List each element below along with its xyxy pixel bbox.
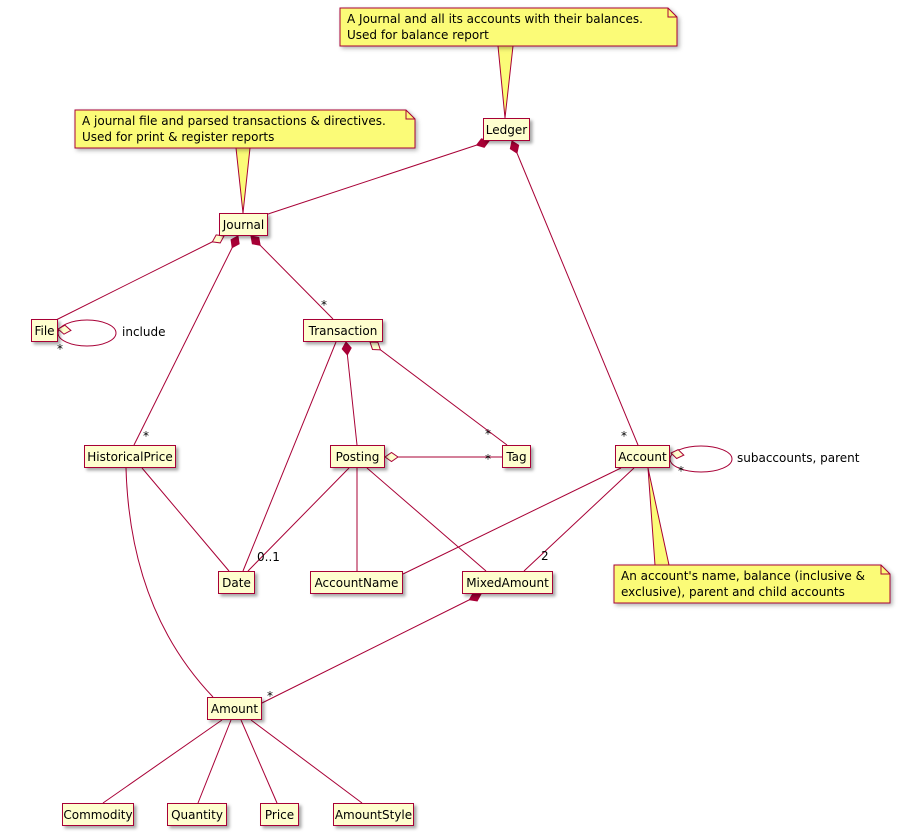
- loop-account-subaccounts-diamond-open: [670, 449, 685, 460]
- class-date: Date: [218, 571, 255, 594]
- edge-transaction-tag-diamond-open: [369, 341, 382, 351]
- edge-ledger-account-diamond-filled: [509, 140, 520, 154]
- class-file: File: [31, 319, 58, 342]
- note-ledger: A Journal and all its accounts with thei…: [340, 8, 677, 46]
- note-ledger-anchor: [497, 45, 514, 119]
- edge-transaction-posting-diamond-filled: [341, 341, 352, 356]
- edge-posting-date: [247, 467, 350, 572]
- note-account-body: [613, 564, 891, 604]
- class-ledger: Ledger: [483, 118, 530, 141]
- edge-mixedamount-amount-diamond-filled: [468, 592, 482, 602]
- edge-historicalprice-date: [141, 467, 230, 572]
- loop-file-include: [57, 319, 117, 347]
- note-account-anchor: [647, 467, 670, 566]
- note-journal-fold-corner-icon: [405, 110, 415, 120]
- edge-posting-mixedamount: [366, 467, 487, 572]
- edge-amount-commodity: [102, 719, 223, 804]
- class-posting: Posting: [330, 445, 385, 468]
- edge-journal-file-diamond-open: [211, 234, 225, 244]
- edge-label: *: [57, 342, 63, 356]
- edge-label: *: [621, 429, 627, 443]
- edge-ledger-account: [511, 140, 639, 446]
- edge-label: *: [485, 427, 491, 441]
- edge-historicalprice-amount: [125, 467, 214, 698]
- note-journal-body: [74, 109, 416, 149]
- class-commodity: Commodity: [62, 803, 134, 826]
- edge-amount-price: [240, 719, 278, 804]
- class-quantity: Quantity: [167, 803, 227, 826]
- edge-ledger-journal: [261, 140, 490, 217]
- class-historicalprice: HistoricalPrice: [84, 445, 176, 468]
- class-mixedamount: MixedAmount: [462, 571, 553, 594]
- edge-journal-file: [55, 235, 225, 321]
- edge-account-accountname: [402, 467, 622, 575]
- class-price: Price: [260, 803, 299, 826]
- edge-journal-transaction-diamond-filled: [250, 235, 261, 246]
- edge-amount-amountstyle: [250, 719, 363, 804]
- note-journal: A journal file and parsed transactions &…: [75, 110, 415, 148]
- note-account: An account's name, balance (inclusive & e…: [614, 565, 890, 603]
- edge-label: *: [485, 452, 491, 466]
- edge-label: include: [122, 325, 165, 339]
- class-account: Account: [615, 445, 670, 468]
- edge-label: *: [321, 298, 327, 312]
- edge-journal-historicalprice-diamond-filled: [230, 235, 240, 249]
- note-account-line: exclusive), parent and child accounts: [621, 585, 845, 599]
- note-ledger-line: A Journal and all its accounts with thei…: [347, 12, 643, 26]
- edge-transaction-posting: [345, 341, 358, 446]
- note-account-line: An account's name, balance (inclusive &: [621, 569, 865, 583]
- edge-transaction-date: [242, 341, 337, 572]
- note-journal-line: Used for print & register reports: [82, 130, 275, 144]
- class-accountname: AccountName: [310, 571, 403, 594]
- note-journal-line: A journal file and parsed transactions &…: [82, 114, 386, 128]
- edge-account-mixedamount: [523, 467, 635, 572]
- edge-label: 0..1: [257, 550, 280, 564]
- edge-posting-tag-diamond-open: [384, 451, 399, 463]
- note-ledger-line: Used for balance report: [347, 28, 489, 42]
- edge-label: *: [678, 464, 684, 478]
- class-tag: Tag: [502, 445, 531, 468]
- note-ledger-body: [339, 7, 678, 47]
- note-account-fold-corner-icon: [880, 565, 890, 575]
- edge-label: subaccounts, parent: [737, 451, 860, 465]
- loop-account-subaccounts: [669, 445, 733, 473]
- note-ledger-fold-corner-icon: [667, 8, 677, 18]
- edge-journal-historicalprice: [133, 235, 239, 446]
- edge-label: *: [143, 429, 149, 443]
- edge-label: 2: [541, 549, 549, 563]
- edge-amount-quantity: [197, 719, 232, 804]
- edge-journal-transaction: [250, 235, 334, 320]
- loop-file-include-diamond-open: [57, 324, 72, 335]
- class-amount: Amount: [207, 697, 262, 720]
- edge-transaction-tag: [369, 341, 508, 446]
- edge-mixedamount-amount: [261, 593, 482, 704]
- class-journal: Journal: [219, 213, 268, 236]
- class-amountstyle: AmountStyle: [333, 803, 414, 826]
- note-journal-anchor: [235, 147, 251, 214]
- class-transaction: Transaction: [303, 319, 383, 342]
- edge-label: *: [267, 689, 273, 703]
